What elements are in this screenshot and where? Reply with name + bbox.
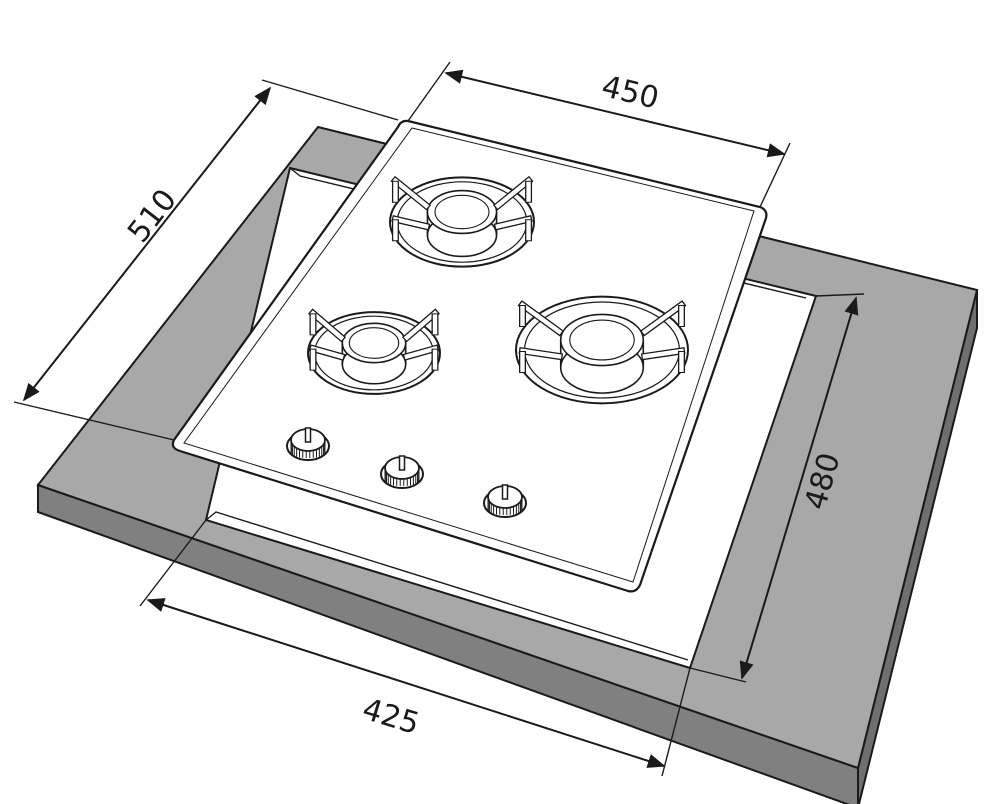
dimension-label-510: 510 — [121, 183, 184, 250]
knob-2 — [380, 455, 424, 489]
burners — [307, 175, 689, 405]
dimension-label-425: 425 — [358, 692, 423, 742]
dimension-cutout-width: 425 — [139, 519, 691, 777]
knob-1 — [286, 427, 330, 461]
dimension-label-450: 450 — [598, 69, 662, 116]
burner-left — [307, 308, 441, 395]
control-knobs — [286, 427, 527, 518]
burner-right — [515, 295, 689, 405]
knob-3 — [483, 484, 527, 518]
burner-back — [389, 175, 535, 268]
hob — [171, 119, 768, 593]
hob-glass-plate — [171, 119, 768, 593]
